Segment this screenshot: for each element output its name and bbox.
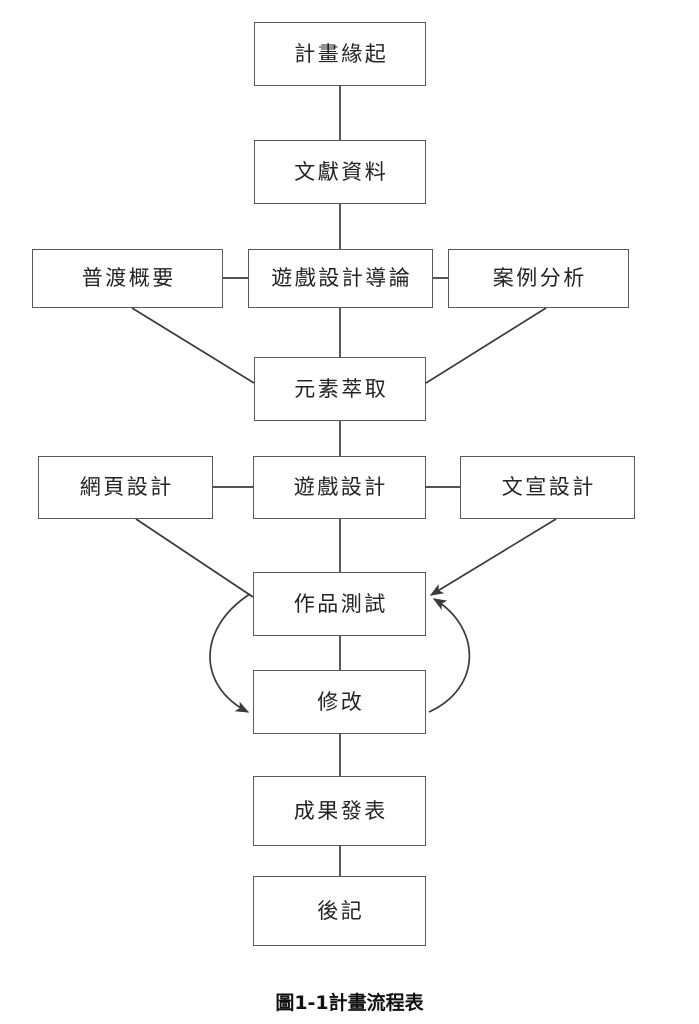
connector-promo-to-test <box>429 518 557 596</box>
node-test[interactable]: 作品測試 <box>253 572 426 636</box>
node-label: 後記 <box>317 898 365 923</box>
node-promo[interactable]: 文宣設計 <box>460 456 635 519</box>
node-origin[interactable]: 計畫緣起 <box>254 22 426 86</box>
figure-caption: 圖1-1計畫流程表 <box>275 992 424 1014</box>
node-label: 網頁設計 <box>79 475 174 499</box>
node-literature[interactable]: 文獻資料 <box>254 140 426 204</box>
connector-test-to-revise-curve <box>209 593 251 713</box>
node-game[interactable]: 遊戲設計 <box>253 456 426 519</box>
node-casestudy[interactable]: 案例分析 <box>448 249 629 308</box>
node-label: 普渡概要 <box>81 266 176 290</box>
connector-revise-to-test-curve <box>428 598 471 713</box>
node-purdue[interactable]: 普渡概要 <box>32 249 223 308</box>
connector-purdue-to-element <box>131 307 255 384</box>
node-label: 遊戲設計導論 <box>271 266 413 290</box>
node-label: 元素萃取 <box>294 376 389 401</box>
node-label: 文宣設計 <box>501 475 596 499</box>
node-label: 修改 <box>317 689 365 714</box>
node-label: 作品測試 <box>293 591 388 616</box>
node-gamedesign-intro[interactable]: 遊戲設計導論 <box>248 249 433 308</box>
connector-casestudy-to-element <box>425 307 547 384</box>
node-revise[interactable]: 修改 <box>253 670 426 734</box>
node-label: 案例分析 <box>492 266 587 290</box>
node-label: 成果發表 <box>293 798 388 823</box>
node-label: 遊戲設計 <box>293 475 388 499</box>
node-label: 文獻資料 <box>294 159 389 184</box>
node-postscript[interactable]: 後記 <box>253 876 426 946</box>
node-label: 計畫緣起 <box>294 41 389 66</box>
node-publish[interactable]: 成果發表 <box>253 776 426 846</box>
connector-web-to-test <box>135 518 254 598</box>
node-element[interactable]: 元素萃取 <box>254 357 426 421</box>
node-web[interactable]: 網頁設計 <box>38 456 213 519</box>
